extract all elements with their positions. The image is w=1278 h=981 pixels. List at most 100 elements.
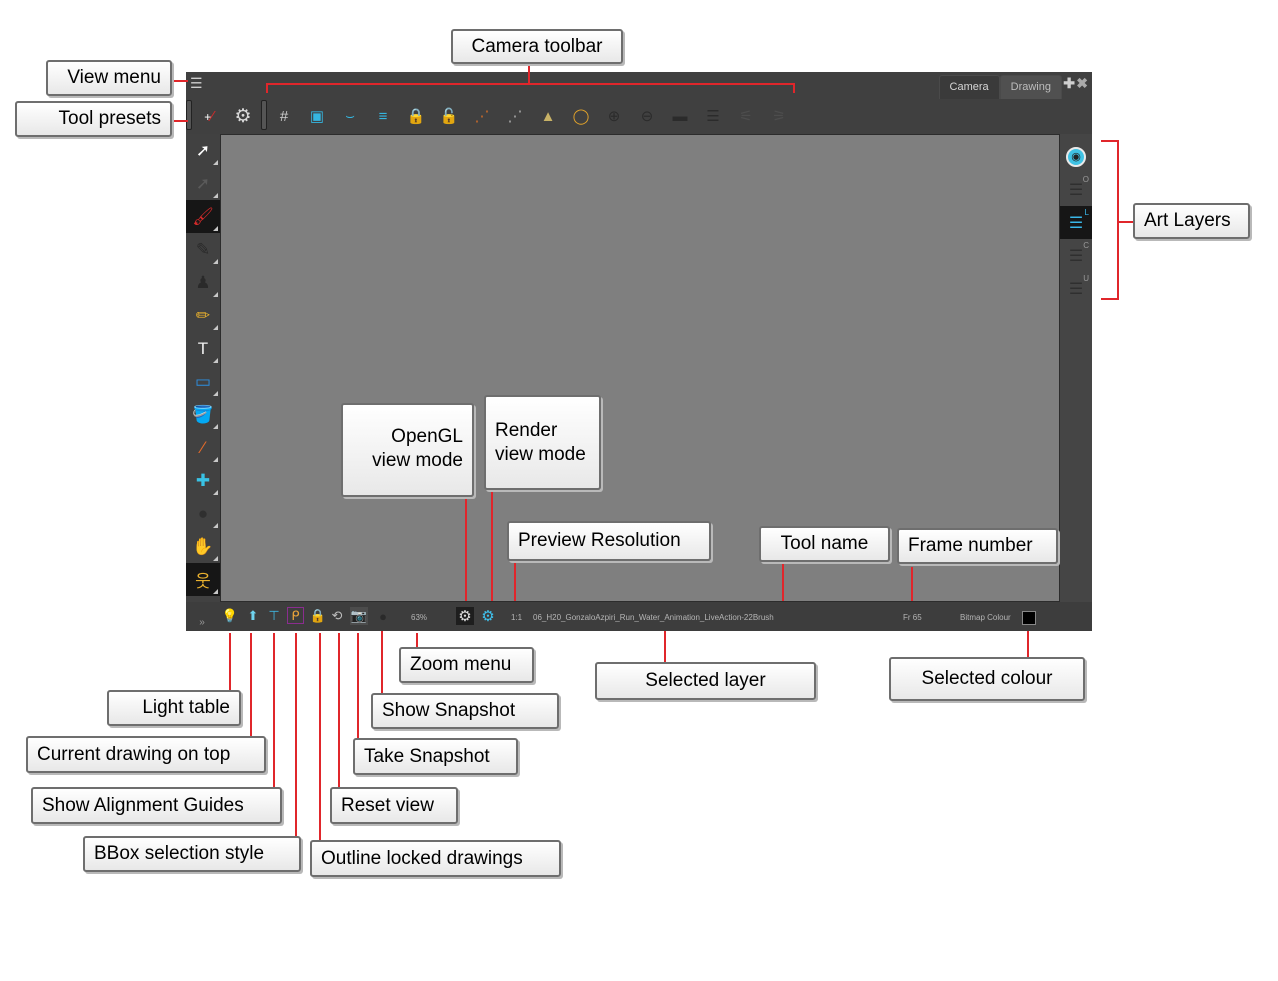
callout-line-show-snapshot [381, 631, 383, 694]
preview-all-art-layers-button[interactable]: ◉ [1060, 140, 1092, 173]
view-menu-button[interactable]: ☰ [190, 75, 203, 92]
callout-opengl-view-mode: OpenGL view mode [341, 403, 474, 497]
zoom-menu[interactable]: 63% [411, 613, 428, 622]
camera-toolbar-drag-handle[interactable] [261, 100, 267, 130]
overlay-layer-button[interactable]: ☰O [1060, 173, 1092, 206]
hamburger-menu-icon: ☰ [190, 75, 203, 91]
dropper-tool[interactable]: ⁄ [186, 431, 220, 464]
pencil-tool[interactable]: ✎ [186, 233, 220, 266]
animate-tool[interactable]: 웃 [186, 563, 220, 596]
camera-toolbar-bracket-right [793, 83, 795, 93]
preview-resolution-menu[interactable]: 1:1 [511, 613, 523, 622]
callout-selected-layer: Selected layer [595, 662, 816, 700]
bbox-selection-style-button[interactable]: ᑭ [287, 607, 304, 624]
auto-light-table-button[interactable]: ≡ [372, 105, 394, 127]
light-bulb-icon: 💡 [221, 608, 239, 623]
add-view-button[interactable]: ✚ [1063, 75, 1075, 92]
tool-presets-settings-button[interactable]: ⚙ [232, 105, 254, 127]
spotlight-icon: ▲ [540, 107, 556, 125]
opengl-view-mode-button[interactable]: ⚙ [456, 607, 474, 625]
alignment-guides-icon: ⊤ [268, 608, 280, 623]
layer-merge-icon: ☰ [706, 107, 720, 125]
rectangle-tool[interactable]: ▭ [186, 365, 220, 398]
paint-tool[interactable]: 🪣 [186, 398, 220, 431]
pivot-tool[interactable]: ✚ [186, 464, 220, 497]
unlock-add-button[interactable]: 🔓 [438, 105, 460, 127]
show-alignment-guides-button[interactable]: ⊤ [265, 607, 283, 625]
current-drawing-on-top-button[interactable]: ⬆ [244, 607, 262, 625]
select-icon: ➚ [195, 140, 211, 160]
callout-outline-locked-drawings: Outline locked drawings [310, 840, 561, 877]
flip-horizontal-button[interactable]: ⚟ [735, 105, 757, 127]
more-tools-indicator [213, 424, 218, 429]
art-layers-bracket-top [1101, 140, 1119, 142]
status-bar: » 💡 ⬆ ⊤ ᑭ 🔒 ⟲ 📷 ● 63% ⚙ ⚙ 1:1 06_H20_Gon… [186, 602, 1092, 631]
cutter-tool[interactable]: ● [186, 497, 220, 530]
contour-editor-icon: ➚ [195, 173, 211, 193]
spotlight-button[interactable]: ▲ [537, 105, 559, 127]
close-icon: ✖ [1076, 75, 1088, 91]
bone-grey-icon: ⋰ [507, 107, 523, 125]
take-snapshot-button[interactable]: 📷 [350, 607, 368, 625]
colour-art-layer-button[interactable]: ☰C [1060, 239, 1092, 272]
layer-flatten-button[interactable]: ▬ [669, 105, 691, 127]
plus-icon: ✚ [1063, 75, 1075, 91]
tool-presets-drag-handle[interactable] [186, 100, 192, 130]
more-tools-indicator [213, 259, 218, 264]
callout-line-opengl [465, 497, 467, 601]
grid-button[interactable]: # [273, 105, 295, 127]
more-tools-indicator [213, 391, 218, 396]
onion-skin-button[interactable]: ⌣ [339, 105, 361, 127]
more-tools-indicator [213, 193, 218, 198]
show-snapshot-button[interactable]: ● [374, 607, 392, 625]
callout-zoom-menu: Zoom menu [399, 647, 534, 683]
layer-add-above-button[interactable]: ⊕ [603, 105, 625, 127]
brush-tool[interactable]: 🖌 [186, 200, 220, 233]
layer-letter: L [1084, 208, 1089, 217]
view-tabs: Camera Drawing [938, 75, 1062, 99]
animate-icon: 웃 [195, 572, 211, 591]
selected-colour-swatch[interactable] [1022, 611, 1036, 625]
more-tools-indicator [213, 589, 218, 594]
more-tools-indicator [213, 226, 218, 231]
mirror-button[interactable]: ◯ [570, 105, 592, 127]
reset-view-button[interactable]: ⟲ [328, 607, 346, 625]
bone-button[interactable]: ⋰ [471, 105, 493, 127]
line-art-layer-button[interactable]: ☰L [1060, 206, 1092, 239]
camera-toolbar-bracket [266, 83, 795, 85]
callout-current-drawing-on-top: Current drawing on top [26, 736, 266, 773]
layer-remove-button[interactable]: ⊖ [636, 105, 658, 127]
bone-grey-button[interactable]: ⋰ [504, 105, 526, 127]
text-tool[interactable]: T [186, 332, 220, 365]
hand-tool[interactable]: ✋ [186, 530, 220, 563]
tab-drawing[interactable]: Drawing [999, 75, 1062, 99]
expand-status-bar-button[interactable]: » [193, 613, 211, 631]
light-table-button[interactable]: 💡 [221, 607, 239, 625]
select-tool[interactable]: ➚ [186, 134, 220, 167]
tab-camera[interactable]: Camera [938, 75, 1000, 99]
callout-render-view-mode: Render view mode [484, 395, 601, 490]
lock-outline-icon: 🔒 [309, 608, 327, 623]
render-view-mode-button[interactable]: ⚙ [479, 607, 497, 625]
callout-show-alignment-guides: Show Alignment Guides [31, 787, 282, 824]
reset-view-icon: ⟲ [331, 608, 343, 623]
callout-line-frame-number [911, 567, 913, 601]
safety-area-button[interactable]: ▣ [306, 105, 328, 127]
stamp-tool[interactable]: ♟ [186, 266, 220, 299]
close-view-button[interactable]: ✖ [1076, 75, 1088, 92]
add-tool-preset-button[interactable]: +⁄ [198, 105, 220, 127]
callout-line-outline-locked [319, 633, 321, 841]
contour-editor-tool[interactable]: ➚ [186, 167, 220, 200]
camera-view-window: ☰ Camera Drawing ✚ ✖ +⁄ ⚙ ➚➚🖌✎♟✏T▭🪣⁄✚●✋웃… [186, 72, 1092, 631]
more-tools-indicator [213, 325, 218, 330]
eraser-tool[interactable]: ✏ [186, 299, 220, 332]
lock-button[interactable]: 🔒 [405, 105, 427, 127]
callout-line-zoom-menu [416, 633, 418, 647]
underlay-layer-button[interactable]: ☰U [1060, 272, 1092, 305]
layer-merge-button[interactable]: ☰ [702, 105, 724, 127]
outline-locked-drawings-button[interactable]: 🔒 [309, 607, 327, 625]
layers-stack-icon: ☰ [1068, 181, 1084, 199]
callout-bbox-selection-style: BBox selection style [83, 836, 301, 872]
eraser-icon: ✏ [195, 305, 211, 325]
flip-vertical-button[interactable]: ⚞ [768, 105, 790, 127]
